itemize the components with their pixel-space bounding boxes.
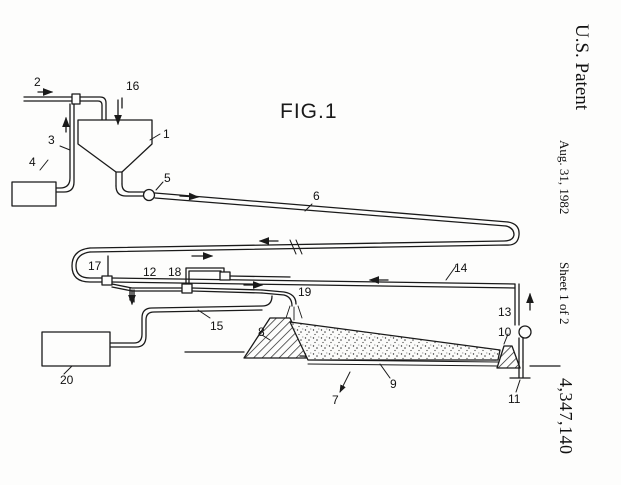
valve-17	[101, 275, 113, 286]
patent-number: 4,347,140	[556, 378, 576, 455]
inlet-pipe-2	[23, 96, 73, 102]
figure-title: FIG.1	[280, 100, 338, 123]
line-6-loop	[89, 221, 520, 253]
ref-numeral-1: 1	[163, 127, 170, 141]
ref-numeral-10: 10	[498, 325, 512, 339]
ref-numeral-14: 14	[454, 261, 468, 275]
pump-13	[518, 325, 532, 339]
line-14	[111, 277, 516, 289]
ref-numeral-15: 15	[210, 319, 224, 333]
ref-numeral-17: 17	[88, 259, 102, 273]
ref-numeral-11: 11	[508, 392, 521, 406]
nozzle-19	[261, 289, 297, 307]
ref-numeral-12: 12	[143, 265, 157, 279]
ref-numeral-20: 20	[60, 373, 74, 387]
bed-9	[307, 359, 499, 367]
embankment-8	[243, 317, 309, 359]
ref-numeral-8: 8	[258, 325, 265, 339]
flow-arrow	[179, 192, 200, 201]
patent-office-label: U.S. Patent	[571, 24, 592, 111]
line-6-outbound	[154, 192, 509, 227]
ref-numeral-19: 19	[298, 285, 312, 299]
ref-numeral-2: 2	[34, 75, 41, 89]
ref-numeral-9: 9	[390, 377, 397, 391]
line-15	[109, 295, 273, 348]
ref-numeral-18: 18	[168, 265, 182, 279]
collector-10	[496, 345, 521, 369]
ref-numeral-5: 5	[164, 171, 171, 185]
ref-numeral-6: 6	[313, 189, 320, 203]
line-6-return	[71, 247, 103, 283]
line-12	[111, 283, 184, 292]
hopper-tank-1	[77, 119, 153, 173]
valve-18	[181, 283, 193, 294]
unit-4	[11, 181, 57, 207]
ref-numeral-13: 13	[498, 305, 512, 319]
pump-5	[142, 188, 156, 202]
ref-numeral-7: 7	[332, 393, 339, 407]
tee-junction	[71, 93, 81, 105]
ref-numeral-16: 16	[126, 79, 140, 93]
unit-20	[41, 331, 111, 367]
ref-numeral-3: 3	[48, 133, 55, 147]
pipe-to-tank	[79, 96, 107, 125]
patent-date: Aug. 31, 1982	[557, 140, 572, 215]
outlet-11	[509, 361, 531, 379]
sheet-number: Sheet 1 of 2	[557, 262, 572, 325]
gravel-bed	[289, 321, 501, 361]
supply-line-3	[55, 103, 75, 193]
ref-numeral-4: 4	[29, 155, 36, 169]
